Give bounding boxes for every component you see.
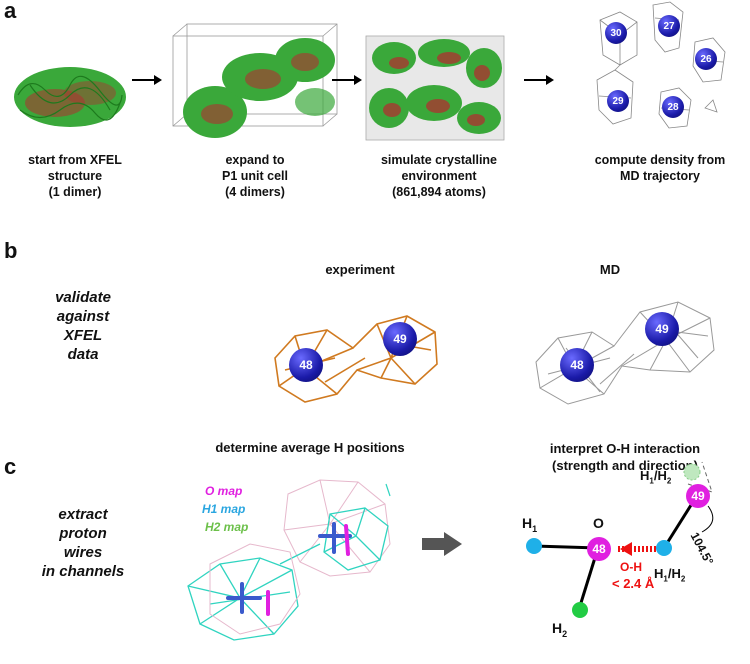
water-sphere: 48	[560, 348, 594, 382]
water-sphere: 48	[289, 348, 323, 382]
md-density-mesh	[535, 301, 715, 405]
side-line: proton	[59, 525, 107, 542]
h2-sub: 2	[562, 628, 568, 639]
oxygen-48: 48	[587, 537, 611, 561]
arrow-icon	[524, 75, 554, 85]
legend-o-map: O map	[205, 484, 243, 498]
h12-text: H	[654, 566, 664, 581]
h1-text: H	[522, 515, 533, 531]
density-labels: 30 27 26 29 28	[575, 0, 745, 140]
panel-b-side-text: validate against XFEL data	[28, 288, 138, 364]
h12-sub: 2	[666, 476, 672, 486]
md-title: MD	[599, 262, 621, 277]
water-label: 26	[700, 53, 712, 65]
caption-line: MD trajectory	[620, 169, 700, 183]
water-label: 48	[299, 358, 313, 372]
caption-line: (861,894 atoms)	[392, 185, 486, 199]
legend-h1-map: H1 map	[202, 502, 246, 516]
water-sphere: 30	[605, 22, 627, 44]
water-label: 27	[663, 20, 675, 32]
h12-mid: /H	[667, 566, 681, 581]
water-sphere: 29	[607, 90, 629, 112]
left-title: determine average H positions	[215, 440, 405, 455]
side-line: data	[67, 346, 99, 363]
h-position-density-mesh	[187, 479, 391, 641]
unit-cell-image	[172, 23, 338, 138]
step-4-caption: compute density from MD trajectory	[575, 152, 745, 184]
panel-b-letter: b	[4, 238, 18, 263]
right-title-line: (strength and direction)	[552, 458, 698, 473]
panel-c-side-text: extract proton wires in channels	[28, 505, 138, 581]
right-title-line: interpret O-H interaction	[549, 441, 701, 456]
water-sphere: 28	[662, 96, 684, 118]
o-label: O	[593, 515, 604, 531]
arrow-icon	[132, 75, 162, 85]
oxygen-49: 49	[686, 484, 710, 508]
water-sphere: 26	[695, 48, 717, 70]
oxygen-label: 48	[592, 542, 606, 556]
caption-line: (1 dimer)	[48, 185, 102, 199]
side-line: wires	[63, 544, 103, 561]
caption-line: simulate crystalline	[380, 153, 498, 167]
side-line: validate	[55, 289, 111, 306]
caption-line: structure	[47, 169, 103, 183]
panel-c-letter: c	[4, 454, 17, 479]
h12-text: H	[640, 468, 650, 483]
caption-line: start from XFEL	[28, 153, 122, 167]
h1-sub: 1	[532, 523, 538, 534]
experiment-title: experiment	[325, 262, 395, 277]
crystal-environment-image	[365, 35, 505, 141]
water-sphere: 49	[645, 312, 679, 346]
h1-label: H1	[522, 515, 537, 534]
caption-line: compute density from	[594, 153, 726, 167]
right-arrow-icon	[422, 532, 462, 556]
h12-top-label: H1/H2	[640, 468, 671, 486]
step-3-caption: simulate crystalline environment (861,89…	[364, 152, 514, 200]
panel-a-letter: a	[4, 0, 17, 23]
h2-label: H2	[552, 620, 567, 639]
arrow-icon	[332, 75, 362, 85]
caption-line: expand to	[225, 153, 285, 167]
step-1-caption: start from XFEL structure (1 dimer)	[0, 152, 150, 200]
h12-bottom-label: H1/H2	[654, 566, 685, 584]
side-line: in channels	[41, 563, 125, 580]
h2-text: H	[552, 620, 563, 636]
water-label: 49	[393, 332, 407, 346]
water-sphere: 49	[383, 322, 417, 356]
h12-sub: 1	[649, 476, 654, 486]
h12-sub: 1	[663, 574, 668, 584]
caption-line: (4 dimers)	[225, 185, 285, 199]
caption-line: P1 unit cell	[222, 169, 288, 183]
side-line: extract	[58, 506, 108, 523]
h12-sub: 2	[680, 574, 686, 584]
h12-mid: /H	[653, 468, 667, 483]
water-label: 30	[610, 27, 622, 39]
water-label: 29	[612, 95, 624, 107]
right-title: interpret O-H interaction (strength and …	[510, 440, 740, 474]
oxygen-label: 49	[691, 489, 705, 503]
step-2-caption: expand to P1 unit cell (4 dimers)	[180, 152, 330, 200]
distance-label: < 2.4 Å	[612, 576, 655, 591]
water-label: 48	[570, 358, 584, 372]
water-label: 49	[655, 322, 669, 336]
water-sphere: 27	[658, 15, 680, 37]
side-line: against	[56, 308, 110, 325]
side-line: XFEL	[63, 327, 103, 344]
caption-line: environment	[401, 169, 477, 183]
water-label: 28	[667, 101, 679, 113]
xfel-structure-image	[14, 67, 126, 127]
oh-label: O-H	[620, 560, 642, 574]
legend-h2-map: H2 map	[205, 520, 249, 534]
